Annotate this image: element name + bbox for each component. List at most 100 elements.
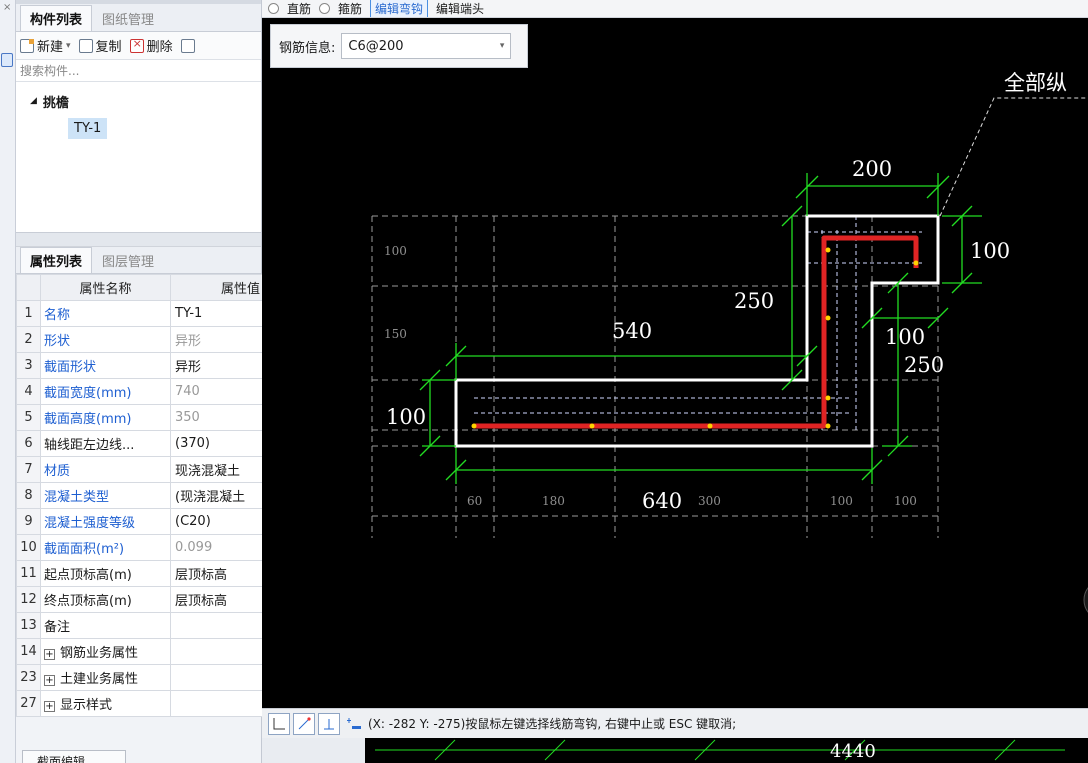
radio-straight[interactable] <box>268 3 279 14</box>
edit-end-toggle[interactable]: 编辑端头 <box>436 2 485 16</box>
delete-button[interactable]: 删除 <box>129 36 173 55</box>
new-button[interactable]: 新建▾ <box>20 36 71 55</box>
rebar-dot <box>825 315 831 321</box>
rebar-dot <box>707 423 713 429</box>
property-pane-tabs: 属性列表 图层管理 <box>16 246 261 274</box>
tab-property-list[interactable]: 属性列表 <box>20 247 93 273</box>
dim-tick <box>694 739 716 761</box>
component-pane-tabs: 构件列表 图纸管理 <box>16 4 261 32</box>
tab-drawing-management[interactable]: 图纸管理 <box>102 13 155 28</box>
bottom-readout: 4440 <box>830 741 876 762</box>
table-row[interactable]: 23+土建业务属性 <box>16 664 263 691</box>
rebar-dot <box>589 423 595 429</box>
left-edge-strip: × <box>0 0 16 763</box>
section-edit-button[interactable]: 截面编辑 <box>22 750 126 763</box>
dim-tick <box>544 739 566 761</box>
property-value-cell[interactable]: (现浇混凝土 <box>170 482 263 509</box>
component-search <box>16 60 261 82</box>
tab-component-list[interactable]: 构件列表 <box>20 5 93 31</box>
tab-layer-management[interactable]: 图层管理 <box>102 255 155 270</box>
chevron-down-icon: ▾ <box>66 40 71 51</box>
expand-plus-icon[interactable]: + <box>44 649 55 660</box>
ortho-toggle-icon[interactable] <box>268 712 290 735</box>
status-message: (X: -282 Y: -275)按鼠标左键选择线筋弯钩, 右键中止或 ESC … <box>368 717 737 731</box>
dim-tick <box>795 175 819 199</box>
property-value-cell[interactable] <box>170 612 263 639</box>
tree-group[interactable]: ◢挑檐 <box>30 95 69 111</box>
rebar-dot <box>825 395 831 401</box>
offset-icon[interactable] <box>343 713 365 735</box>
expand-plus-icon[interactable]: + <box>44 701 55 712</box>
dim-label: 100 <box>386 405 426 429</box>
radio-stirrup[interactable] <box>319 3 331 14</box>
tree-item-ty1[interactable]: TY-1 <box>68 118 108 139</box>
expand-plus-icon[interactable]: + <box>44 675 55 686</box>
section-drawing: 200 100 250 540 100 250 100 640 全部纵 100 … <box>371 71 1088 620</box>
property-value-cell[interactable]: 层顶标高 <box>170 560 263 587</box>
status-bar: (X: -282 Y: -275)按鼠标左键选择线筋弯钩, 右键中止或 ESC … <box>262 708 1088 738</box>
copy-button[interactable]: 复制 <box>78 36 122 55</box>
more-button[interactable] <box>180 38 195 53</box>
chevron-down-icon: ▾ <box>499 41 505 51</box>
edit-hook-toggle[interactable]: 编辑弯钩 <box>370 0 429 17</box>
header-property-value: 属性值 <box>170 274 263 301</box>
section-outline[interactable] <box>454 214 940 448</box>
dim-tick <box>926 175 950 199</box>
rebar-info-select[interactable]: C6@200 ▾ <box>341 33 512 59</box>
annotation-leader <box>939 97 1088 217</box>
property-value-cell[interactable]: 层顶标高 <box>170 586 263 613</box>
rebar-line[interactable] <box>474 235 919 429</box>
dimension-lines <box>419 173 982 484</box>
dim-tick <box>419 369 441 391</box>
dim-tick <box>951 205 973 227</box>
drawing-canvas[interactable]: 200 100 250 540 100 250 100 640 全部纵 100 … <box>262 18 1088 708</box>
dim-tick <box>861 459 883 481</box>
dim-tick <box>887 435 909 457</box>
property-value-cell[interactable]: TY-1 <box>170 300 263 327</box>
dim-label: 250 <box>904 353 944 377</box>
layer-icon <box>180 38 195 53</box>
dim-label: 640 <box>642 489 682 513</box>
header-property-name: 属性名称 <box>40 274 171 301</box>
table-row[interactable]: 14+钢筋业务属性 <box>16 638 263 665</box>
rebar-dot <box>825 423 831 429</box>
collapse-icon[interactable]: × <box>3 2 12 13</box>
grid-label: 150 <box>384 327 407 341</box>
table-row[interactable]: 27+显示样式 <box>16 690 263 717</box>
panel-pin-icon[interactable] <box>1 53 13 67</box>
rebar-dot <box>825 247 831 253</box>
inner-cover-lines <box>474 216 922 430</box>
expand-triangle-icon[interactable]: ◢ <box>30 96 37 106</box>
dim-tick <box>419 435 441 457</box>
new-file-icon <box>20 38 34 53</box>
snap-line-icon[interactable] <box>293 712 315 735</box>
dim-tick <box>434 739 456 761</box>
property-value-cell: 740 <box>170 378 263 405</box>
grid-label: 180 <box>542 494 565 508</box>
dim-tick <box>951 272 973 294</box>
property-value-cell[interactable]: 现浇混凝土 <box>170 456 263 483</box>
perpendicular-icon[interactable] <box>318 712 340 735</box>
property-value-cell[interactable]: (370) <box>170 430 263 457</box>
search-input[interactable] <box>20 63 261 78</box>
property-value-cell[interactable]: 异形 <box>170 352 263 379</box>
property-value-cell: 异形 <box>170 326 263 353</box>
dim-tick <box>781 205 803 227</box>
bottom-drawing-band: 4440 <box>365 738 1088 763</box>
property-value-cell[interactable]: (C20) <box>170 508 263 535</box>
navigator-icon[interactable] <box>1083 580 1088 620</box>
